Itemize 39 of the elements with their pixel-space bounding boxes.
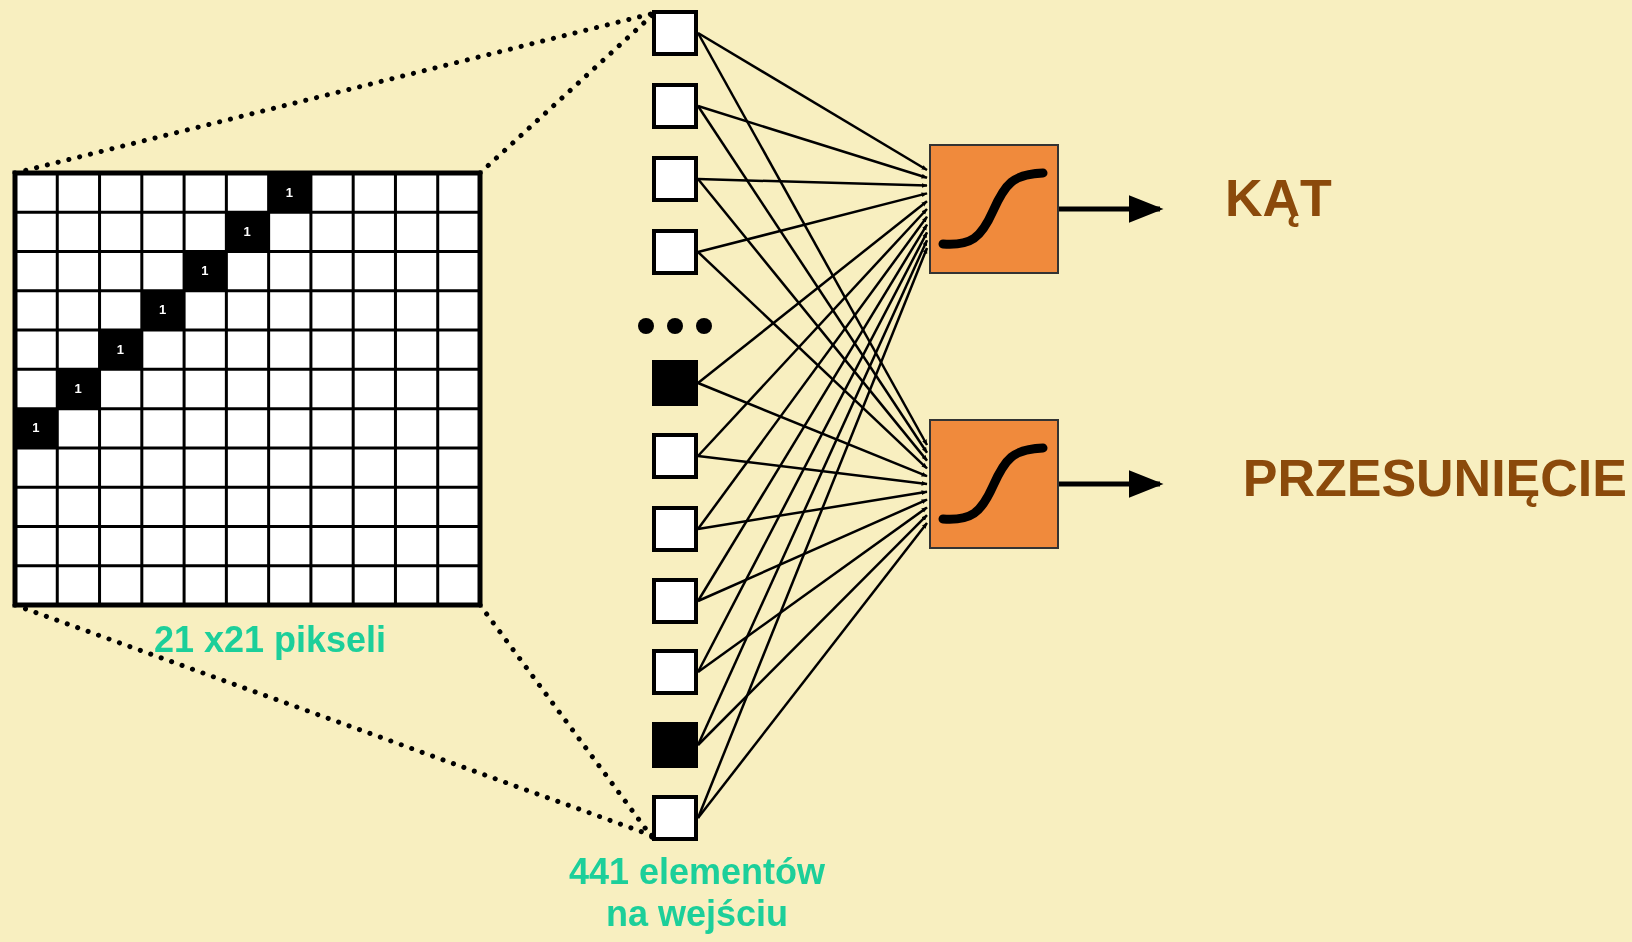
input-square: [652, 578, 698, 624]
output-label: KĄT: [1225, 163, 1525, 233]
pixel-grid: [15, 173, 480, 605]
cell-value: 1: [285, 185, 293, 200]
cell-value: 1: [32, 421, 40, 436]
cell-value: 1: [243, 224, 251, 239]
arrow: [697, 381, 928, 478]
arrow: [697, 200, 928, 384]
input-square: [652, 649, 698, 695]
input-square: [652, 10, 698, 56]
input-square: [652, 156, 698, 202]
cell-value: 1: [74, 382, 82, 396]
input-square: [652, 433, 698, 479]
input-square: [652, 83, 698, 129]
grid-label: 21 x21 pikseli: [152, 619, 388, 661]
cell-value: 1: [116, 342, 124, 357]
arrow: [697, 522, 928, 819]
input-square: [652, 795, 698, 841]
arrow: [697, 216, 928, 530]
arrow: [697, 514, 928, 746]
arrow: [697, 192, 928, 254]
output-label: PRZESUNIĘCIE: [1165, 443, 1627, 513]
arrow: [697, 177, 928, 188]
arrow: [1059, 195, 1164, 223]
arrow: [697, 490, 928, 531]
cell-value: 1: [158, 303, 167, 318]
caption: 441 elementów na wejściu: [567, 851, 827, 935]
arrow: [697, 454, 928, 486]
cell-value: 1: [201, 264, 209, 279]
arrow: [697, 251, 928, 470]
input-square: [652, 506, 698, 552]
arrow: [697, 506, 928, 673]
arrow: [697, 498, 928, 603]
arrow: [1059, 470, 1164, 498]
input-square: [652, 722, 698, 768]
input-square: [652, 360, 698, 406]
input-square: [652, 229, 698, 275]
arrow: [697, 31, 928, 172]
arrow: [697, 104, 928, 179]
